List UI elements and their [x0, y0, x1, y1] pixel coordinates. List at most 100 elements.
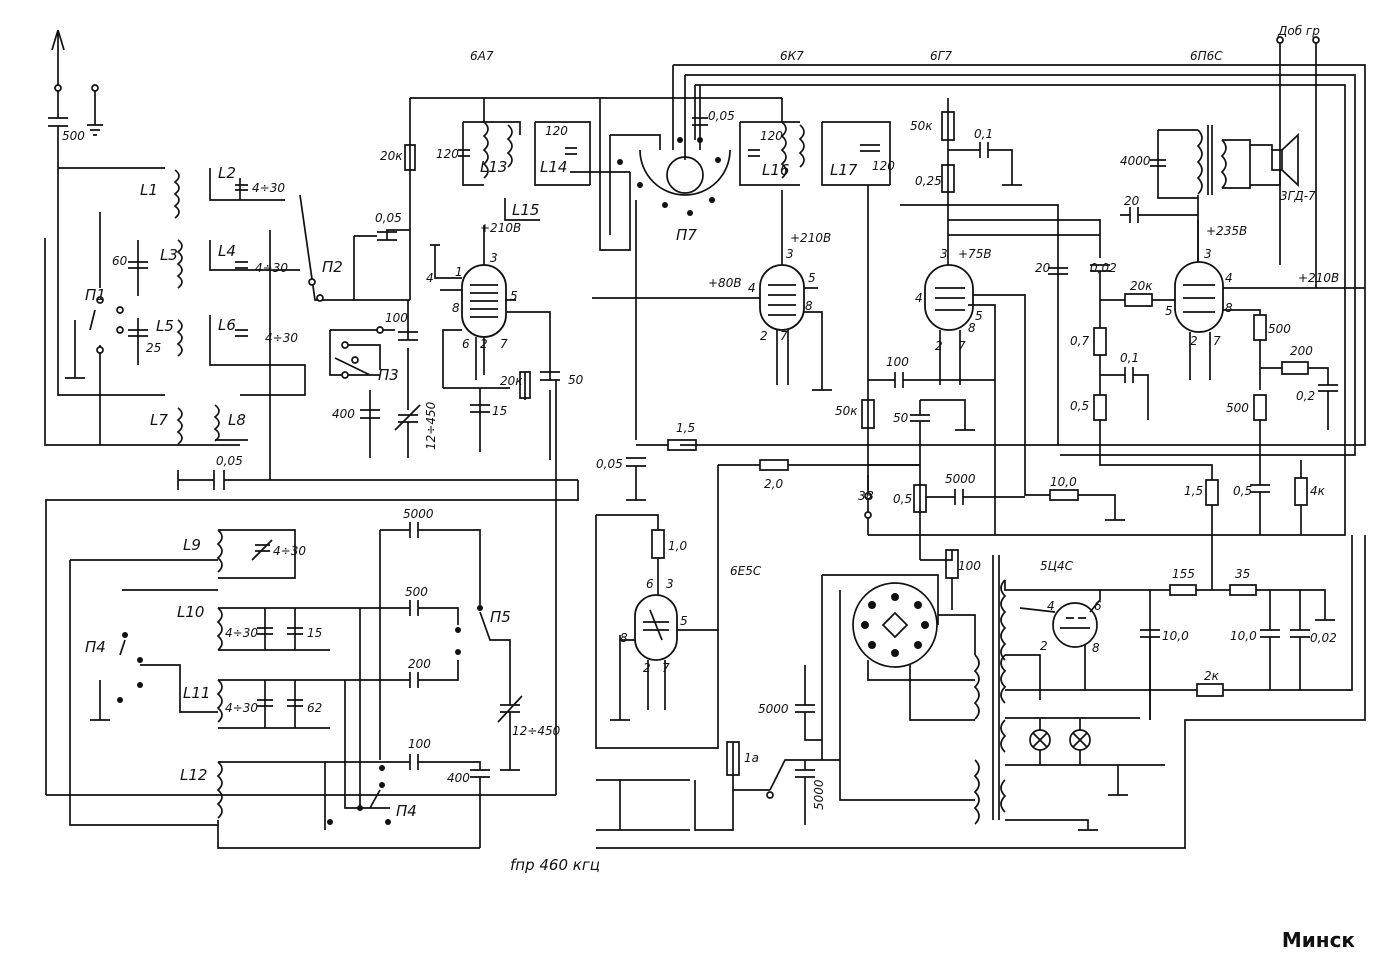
power-section: 100 5000 1а 5000 5Ц4С 4 6 2 8 155 35 10,… [596, 535, 1366, 849]
pin-2-label-4: 2 [1190, 334, 1198, 348]
coil-L13: L13 [480, 158, 507, 176]
res-35: 35 [1235, 567, 1250, 581]
coil-L15: L15 [512, 201, 539, 219]
switch-P4-upper: П4 [85, 638, 106, 656]
pin-3-label-5: 3 [666, 577, 674, 591]
switch-P5: П5 [490, 608, 511, 626]
cap-02: 0,2 [1296, 389, 1315, 403]
pin-3-label: 3 [490, 251, 498, 265]
res-20: 2,0 [764, 477, 783, 491]
cap-12-450-b: 12÷450 [512, 724, 561, 738]
coil-L11: L11 [183, 684, 210, 702]
volt-75: +75В [958, 247, 992, 261]
pin-2-label: 2 [480, 337, 488, 351]
cap-5000-d: 5000 [403, 507, 434, 521]
res-2k: 2к [1204, 669, 1220, 683]
coil-L10: L10 [177, 603, 204, 621]
antenna-section: 500 [44, 29, 240, 446]
cap-50-a: 50 [568, 373, 584, 387]
cap-100-a: 100 [385, 311, 408, 325]
cap-20-b: 20 [1124, 194, 1140, 208]
coil-L6: L6 [218, 316, 236, 334]
cap-100-b: 100 [886, 355, 909, 369]
pin-7-label-2: 7 [780, 329, 788, 343]
cap-5000-a: 5000 [945, 472, 976, 486]
cap-200: 200 [408, 657, 431, 671]
tube-6k7: 6К7 3 5 4 8 2 7 +80В +210В 120 L16 L17 1… [592, 49, 895, 391]
cap-400-b: 400 [447, 771, 470, 785]
pin-8-label-5: 8 [620, 631, 628, 645]
cap-4-30-a: 4÷30 [252, 181, 285, 195]
cap-005-d: 0,05 [596, 457, 623, 471]
cap-4-30-e: 4÷30 [225, 626, 258, 640]
cap-10-b: 10,0 [1230, 629, 1257, 643]
tube-6g7-label: 6Г7 [930, 49, 952, 63]
antenna-cap-label: 500 [62, 129, 85, 143]
if-stage-1: 120 L13 120 L14 L15 +210В [436, 121, 630, 235]
pin-5-label-4: 5 [1165, 304, 1173, 318]
cap-5000-c: 5000 [812, 779, 826, 810]
pin-7-label-3: 7 [958, 339, 966, 353]
cap-120-d: 120 [872, 159, 895, 173]
volt-210-c: +210В [1298, 271, 1339, 285]
coil-L14: L14 [540, 158, 567, 176]
volt-3: 3В [858, 489, 874, 503]
res-4k: 4к [1310, 484, 1326, 498]
cap-62: 62 [307, 701, 322, 715]
switch-P1: П1 [85, 286, 106, 304]
volt-210-a: +210В [480, 221, 521, 235]
pin-7-label-5: 7 [662, 661, 670, 675]
pin-3-label-4: 3 [1204, 247, 1212, 261]
res-07: 0,7 [1070, 334, 1089, 348]
coil-L2: L2 [218, 164, 236, 182]
cap-002-a: 0,02 [1090, 261, 1117, 275]
cap-12-450-a: 12÷450 [424, 401, 438, 450]
pin-7-label: 7 [500, 337, 508, 351]
tube-6p6s-label: 6П6С [1190, 49, 1223, 63]
res-05-a: 0,5 [1070, 399, 1089, 413]
tube-6a7-label: 6А7 [470, 49, 494, 63]
cap-4-30-d: 4÷30 [273, 544, 306, 558]
res-1: 1,0 [668, 539, 687, 553]
volt-80: +80В [708, 276, 742, 290]
tube-6g7: 6Г7 3 4 5 8 2 7 +75В 50к 0,25 0,1 20 0,0… [835, 49, 1125, 560]
page-title: Минск [1281, 928, 1355, 952]
switch-P7-label: П7 [676, 226, 697, 244]
res-10-a: 10,0 [1050, 475, 1077, 489]
pin-4-label-4: 4 [1225, 271, 1233, 285]
pin-5-label-3: 5 [975, 309, 983, 323]
speaker-label: 3ГД-7 [1280, 189, 1316, 203]
res-50k-b: 50к [835, 404, 858, 418]
pin-8-label-4: 8 [1225, 301, 1233, 315]
coil-L3: L3 [160, 246, 178, 264]
pin-1-label: 1 [455, 265, 463, 279]
pin-4-label-6: 4 [1047, 599, 1055, 613]
coil-L4: L4 [218, 242, 236, 260]
res-500-b: 500 [1226, 401, 1249, 415]
pin-8-label-2: 8 [805, 299, 813, 313]
tube-6e5s-label: 6Е5С [730, 564, 762, 578]
input-coils: L1 L2 4÷30 L3 60 L4 4÷30 L5 25 L6 4÷30 L… [65, 164, 578, 490]
pin-7-label-4: 7 [1213, 334, 1221, 348]
pin-2-label-5: 2 [643, 661, 651, 675]
cap-50-b: 50 [893, 411, 909, 425]
cap-5000-b: 5000 [758, 702, 789, 716]
cap-005-a: 0,05 [216, 454, 243, 468]
bus-lines: 1,5 0,05 2,0 [596, 64, 1366, 630]
pot-05: 0,5 [893, 492, 912, 506]
cap-10-a: 10,0 [1162, 629, 1189, 643]
cap-005-b: 0,05 [375, 211, 402, 225]
volt-210-b: +210В [790, 231, 831, 245]
pin-3-label-2: 3 [786, 247, 794, 261]
if-frequency-label: fпр 460 кгц [510, 856, 600, 874]
coil-L12: L12 [180, 766, 207, 784]
pin-2-label-2: 2 [760, 329, 768, 343]
coil-L8: L8 [228, 411, 246, 429]
cap-002-b: 0,02 [1310, 631, 1337, 645]
coil-L16: L16 [762, 161, 789, 179]
switch-P2: П2 [322, 258, 343, 276]
cap-05-b: 0,5 [1233, 484, 1252, 498]
coil-L17: L17 [830, 161, 858, 179]
pin-5-label: 5 [510, 289, 518, 303]
